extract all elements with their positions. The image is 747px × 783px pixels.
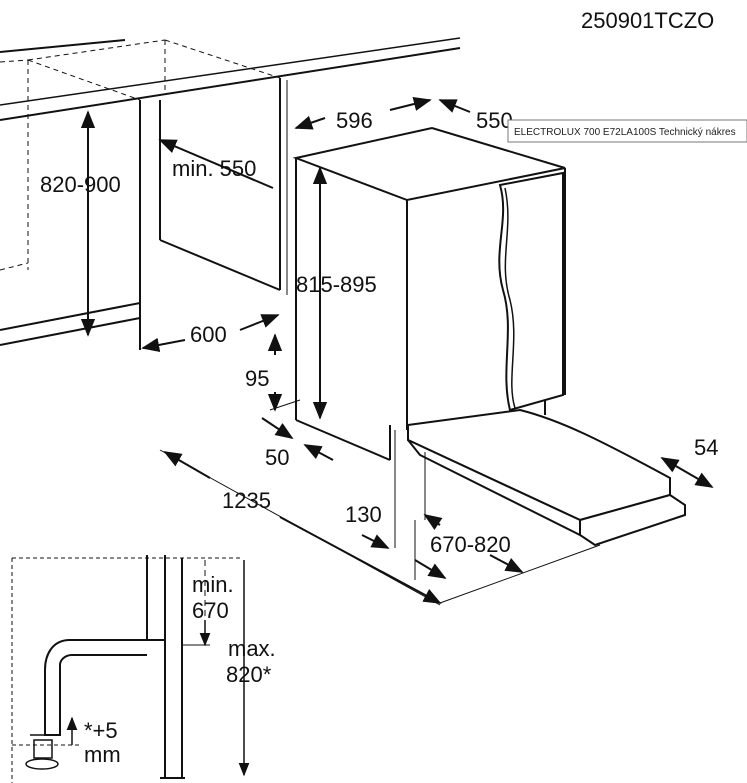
detail-min-label: min. [192,572,234,597]
dim-niche-height: 820-900 [40,172,121,197]
tooltip: ELECTROLUX 700 E72LA100S Technický nákre… [507,119,747,143]
niche-outline [139,78,288,350]
dim-niche-depth: min. 550 [172,156,256,181]
dim-width: 596 [336,108,373,133]
dimension-lines [80,96,714,606]
dim-door-swing: 1235 [222,488,271,513]
detail-min-value: 670 [192,598,229,623]
detail-max-value: 820* [226,662,272,687]
dim-depth: 550 [476,108,513,133]
detail-max-label: max. [228,636,276,661]
dim-door-gap: 130 [345,502,382,527]
dim-appliance-height: 815-895 [296,272,377,297]
tooltip-text: ELECTROLUX 700 E72LA100S Technický nákre… [514,127,736,138]
detail-section [11,555,250,783]
dim-plinth-height: 95 [245,366,269,391]
dim-niche-width: 600 [190,322,227,347]
detail-adjust-unit: mm [84,742,121,767]
door-panel [407,171,686,547]
countertop [0,37,461,346]
dim-door-thickness: 54 [694,435,718,460]
dim-door-height: 670-820 [430,532,511,557]
drawing-code: 250901TCZO [581,8,714,33]
detail-adjust-label: *+5 [84,718,118,743]
dim-plinth-depth: 50 [265,445,289,470]
cabinet-dashed-lines [0,39,281,271]
